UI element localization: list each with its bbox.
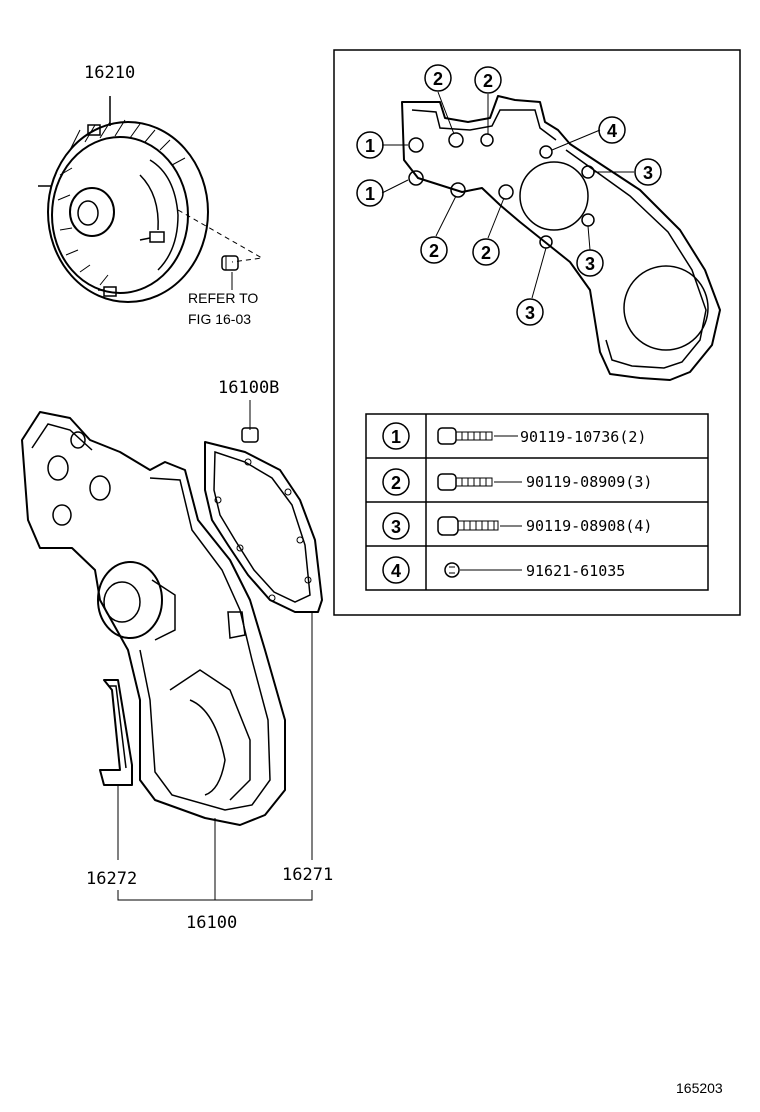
timing-cover-drawing [21,411,286,826]
svg-text:4: 4 [607,121,617,141]
label-16271: 16271 [282,865,333,885]
legend-row: 3 90119-08908(4) [382,512,652,540]
callout-2-lower-left: 2 [420,236,448,264]
bolt-location-drawing [401,95,721,381]
gasket-16272-drawing [99,679,133,786]
legend-key: 4 [391,561,401,581]
callout-2-top-left: 2 [424,64,452,92]
legend-key: 3 [391,517,401,537]
label-16100b: 16100B [218,378,279,398]
legend-row: 2 90119-08909(3) [382,468,652,496]
label-16210: 16210 [84,63,135,83]
bolt-flanged-icon [437,516,499,536]
figure-id: 165203 [676,1080,723,1096]
svg-text:1: 1 [365,136,375,156]
callout-2-top-right: 2 [474,66,502,94]
gasket-16271-drawing [204,441,323,613]
legend-row: 1 90119-10736(2) [382,422,646,450]
label-16100: 16100 [186,913,237,933]
nut-reference-icon [221,255,239,271]
legend-part-number: 90119-08908(4) [526,517,652,535]
legend-key: 1 [391,427,401,447]
legend-row: 4 91621-61035 [382,556,625,584]
svg-text:3: 3 [525,303,535,323]
callout-3-right: 3 [634,158,662,186]
svg-text:3: 3 [643,163,653,183]
detail-box [333,49,741,616]
svg-text:1: 1 [365,184,375,204]
label-16272: 16272 [86,869,137,889]
legend-key: 2 [391,473,401,493]
svg-text:3: 3 [585,254,595,274]
legend-part-number: 90119-08909(3) [526,473,652,491]
legend-table [365,413,709,591]
legend-part-number: 90119-10736(2) [520,428,646,446]
callout-4: 4 [598,116,626,144]
callout-1-lower: 1 [356,179,384,207]
svg-text:2: 2 [483,71,493,91]
bolt-long-icon [437,427,493,445]
bolt-medium-icon [437,473,493,491]
svg-text:2: 2 [433,69,443,89]
svg-text:2: 2 [429,241,439,261]
svg-text:2: 2 [481,243,491,263]
refer-note-line2: FIG 16-03 [188,311,251,327]
fan-clutch-drawing [38,96,209,303]
plug-16100b-icon [241,427,259,443]
callout-3-bottom: 3 [516,298,544,326]
callout-3-bottom-right: 3 [576,249,604,277]
callout-1-upper: 1 [356,131,384,159]
stud-icon [444,562,460,578]
refer-note-line1: REFER TO [188,290,258,306]
callout-2-lower-right: 2 [472,238,500,266]
legend-part-number: 91621-61035 [526,562,625,580]
